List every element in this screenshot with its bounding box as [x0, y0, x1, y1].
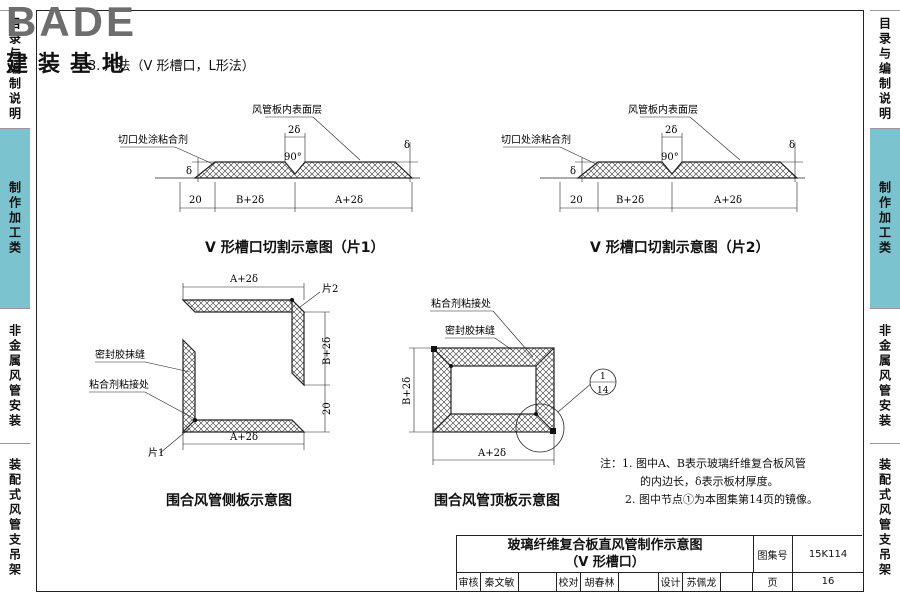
label-cut-adhesive-2: 切口处涂粘合剂	[501, 133, 571, 146]
designer-name: 苏佩龙	[683, 572, 721, 591]
logo-letters: BADE	[6, 0, 138, 45]
review-label: 审核	[457, 572, 481, 591]
side-panel-diagram: A+2δ A+2δ B+2δ 20 片2 密封胶抹缝 粘合剂粘接处 片1	[89, 274, 338, 459]
drawing-frame	[36, 10, 864, 592]
top-panel-diagram: B+2δ A+2δ 粘合剂粘接处 密封胶抹缝 1 14	[402, 297, 617, 465]
label-adhesive-top: 粘合剂粘接处	[431, 297, 491, 310]
detail-number: 1	[600, 372, 606, 382]
designer-signature	[721, 572, 753, 591]
drawing-title: 玻璃纤维复合板直风管制作示意图 （V 形槽口）	[457, 536, 754, 572]
v-groove-diagram-piece1: δ δ 2δ 90° 风管板内表面层 切口处涂粘合剂 20 B+2δ A+2δ	[118, 103, 420, 212]
top-dim-bottom: A+2δ	[477, 448, 506, 459]
side-panel-right-strip	[291, 298, 305, 387]
side-dim-right: B+2δ	[322, 337, 333, 365]
note-1: 1. 图中A、B表示玻璃纤维复合板风管	[622, 457, 807, 470]
note-1-continued: 的内边长，δ表示板材厚度。	[640, 475, 779, 488]
title-block: 玻璃纤维复合板直风管制作示意图 （V 形槽口） 图集号 15K114 审核 秦文…	[456, 535, 863, 591]
note-2: 2. 图中节点①为本图集第14页的镜像。	[625, 493, 818, 506]
left-section-tabs: 目录与编制说明 制作加工类 非金属风管安装 装配式风管支吊架	[0, 10, 30, 592]
tab-contents-right[interactable]: 目录与编制说明	[870, 10, 900, 128]
checker-signature	[619, 572, 659, 591]
dim-a-plus-2delta-2: A+2δ	[713, 195, 742, 206]
notes-block: 注：1. 图中A、B表示玻璃纤维复合板风管 的内边长，δ表示板材厚度。 2. 图…	[600, 455, 818, 509]
caption-side-panel: 围合风管侧板示意图	[166, 493, 292, 509]
side-dim-bottom: A+2δ	[229, 432, 258, 443]
detail-page-ref: 14	[597, 386, 609, 396]
label-piece1: 片1	[148, 446, 164, 459]
caption-top-panel: 围合风管顶板示意图	[434, 493, 560, 509]
side-panel-left-strip	[182, 338, 196, 434]
logo-subtitle: 建装基地	[6, 52, 135, 77]
v-groove-diagram-piece2: δ δ 2δ 90° 风管板内表面层 切口处涂粘合剂 20 B+2δ A+2δ	[501, 103, 805, 212]
section-title: 3. 片法（V 形槽口，L形法）	[88, 59, 255, 74]
dim-20: 20	[189, 195, 202, 206]
side-panel-bottom-strip	[181, 419, 306, 433]
right-section-tabs: 目录与编制说明 制作加工类 非金属风管安装 装配式风管支吊架	[870, 10, 900, 592]
delta-label-2: δ	[570, 166, 576, 177]
checker-name: 胡春林	[581, 572, 619, 591]
dim-b-plus-2delta-2: B+2δ	[616, 195, 644, 206]
tab-support-hanger-right[interactable]: 装配式风管支吊架	[870, 443, 900, 592]
delta-label: δ	[186, 166, 192, 177]
dim-20-2: 20	[570, 195, 583, 206]
label-inner-surface-2: 风管板内表面层	[628, 103, 698, 116]
top-panel-frame-inner	[450, 365, 537, 415]
tab-fabrication-right[interactable]: 制作加工类	[870, 128, 900, 308]
dim-a-plus-2delta: A+2δ	[334, 195, 363, 206]
delta-label-right-2: δ	[789, 140, 795, 151]
tab-support-hanger[interactable]: 装配式风管支吊架	[0, 443, 30, 592]
v-groove-strip-shape	[193, 161, 414, 179]
tab-fabrication[interactable]: 制作加工类	[0, 128, 30, 308]
reviewer-signature	[519, 572, 557, 591]
atlas-label: 图集号	[753, 536, 793, 572]
top-dim-left: B+2δ	[402, 377, 413, 405]
label-seal-side: 密封胶抹缝	[95, 348, 145, 361]
page-label: 页	[753, 572, 793, 591]
label-seal-top: 密封胶抹缝	[445, 324, 495, 337]
side-dim-20: 20	[322, 402, 333, 415]
label-adhesive-side: 粘合剂粘接处	[89, 378, 149, 391]
label-cut-adhesive: 切口处涂粘合剂	[118, 133, 188, 146]
caption-piece2: V 形槽口切割示意图（片2）	[590, 240, 770, 256]
notes-prefix: 注：	[600, 457, 622, 470]
check-label: 校对	[557, 572, 581, 591]
angle-90: 90°	[284, 152, 302, 163]
reviewer-name: 秦文敏	[481, 572, 519, 591]
side-dim-top: A+2δ	[229, 274, 258, 285]
side-panel-top-strip	[181, 299, 306, 313]
tab-contents[interactable]: 目录与编制说明	[0, 10, 30, 128]
dim-b-plus-2delta: B+2δ	[236, 195, 264, 206]
angle-90-2: 90°	[661, 152, 679, 163]
design-label: 设计	[659, 572, 683, 591]
v-groove-strip-shape-2	[576, 161, 799, 179]
dim-2delta-2: 2δ	[665, 125, 677, 136]
page-number: 16	[821, 576, 835, 587]
tab-nonmetal-duct-right[interactable]: 非金属风管安装	[870, 308, 900, 443]
caption-piece1: V 形槽口切割示意图（片1）	[205, 240, 385, 256]
brand-logo: BADE 建装基地	[6, 0, 137, 78]
atlas-number: 15K114	[808, 548, 848, 560]
tab-nonmetal-duct[interactable]: 非金属风管安装	[0, 308, 30, 443]
label-piece2: 片2	[322, 282, 338, 295]
dim-2delta: 2δ	[288, 125, 300, 136]
label-inner-surface: 风管板内表面层	[252, 103, 322, 116]
delta-label-right: δ	[404, 140, 410, 151]
